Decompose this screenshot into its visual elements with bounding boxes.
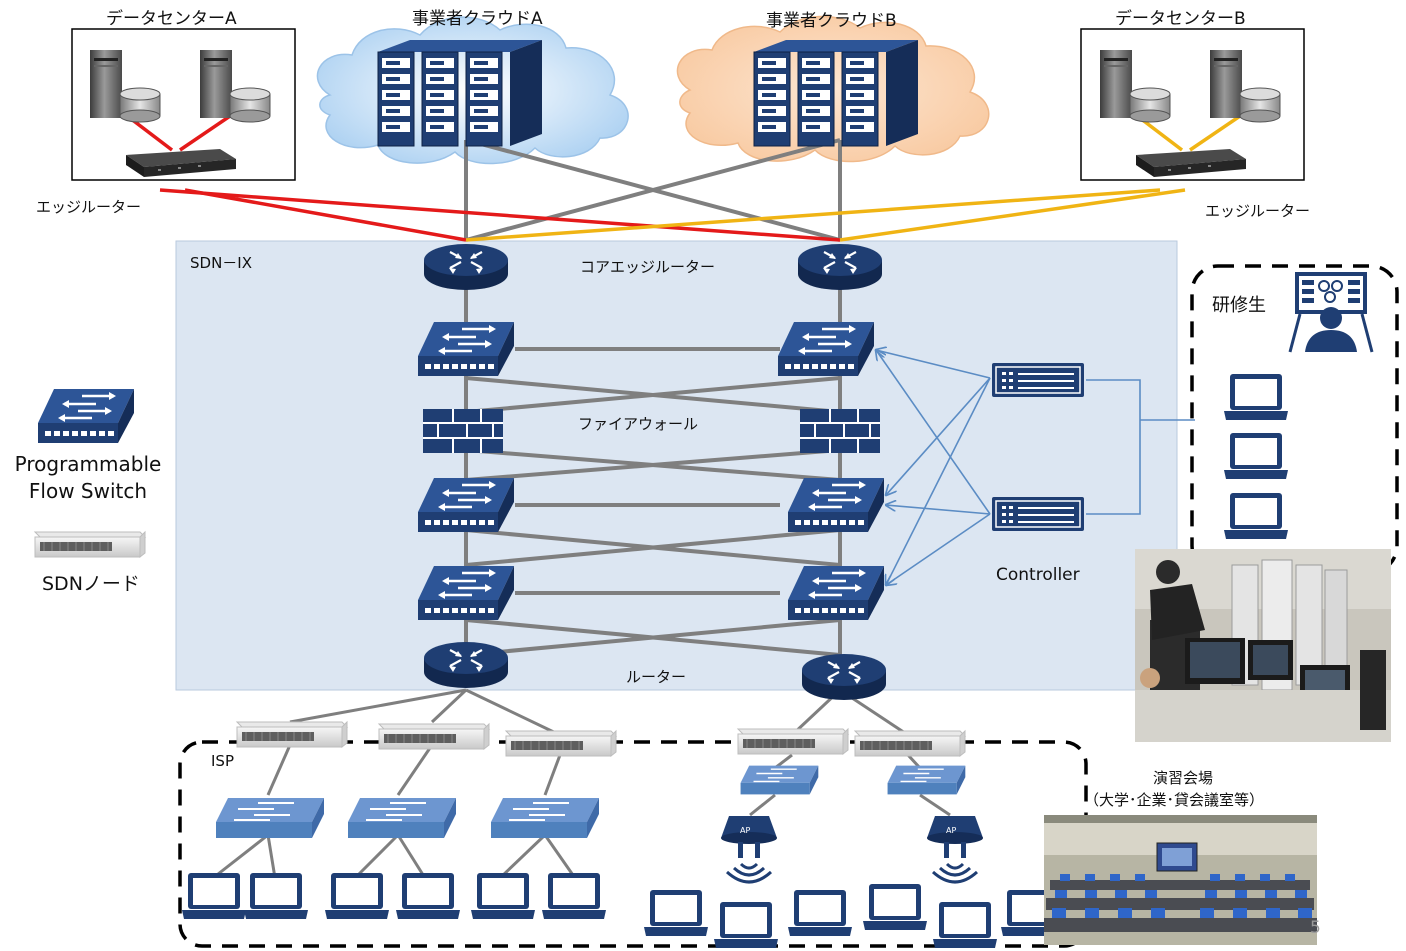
laptop-icon [933,902,997,948]
wifi-signal-icon [931,862,979,884]
flow-switch-icon [416,320,516,378]
isp-switch-icon [490,797,600,839]
router-icon [422,640,510,690]
cloud-a-servers [377,40,542,147]
laptop-icon [396,873,460,919]
laptop-icon [542,873,606,919]
ap-label: AP [740,826,751,835]
ap-label: AP [946,826,957,835]
core-edge-router-label: コアエッジルーター [580,258,716,276]
controller-label: Controller [996,565,1080,585]
laptop-icon [1224,433,1288,479]
sdn-node-icon [378,723,490,750]
cloud-links [464,138,842,242]
legend-sdn-node-icon [34,531,146,558]
laptop-icon [1224,374,1288,420]
cloud-a-label: 事業者クラウドA [412,9,543,29]
dc-a-links [120,110,841,242]
core-edge-router-icon [422,242,510,292]
laptop-icon [471,873,535,919]
edge-router-label-left: エッジルーター [36,198,142,216]
isp-label: ISP [211,752,234,770]
controller-icon [991,362,1085,398]
cloud-b-servers [753,40,918,147]
laptop-icon [244,873,308,919]
trainee-label: 研修生 [1212,295,1266,316]
pfs-legend-label-line1: Programmable [14,452,162,476]
flow-switch-icon [416,564,516,622]
controller-icon [991,496,1085,532]
sdn-node-icon [737,728,849,755]
flow-switch-icon [776,320,876,378]
laptop-icon [863,884,927,930]
flow-switch-icon [786,476,886,534]
laptop-icon [644,890,708,936]
trainee-monitor-icon [1288,272,1374,353]
laptop-icon [1224,493,1288,539]
controller-links [876,350,1195,585]
firewall-icon [422,408,504,454]
isp-switch-icon [886,764,967,796]
flow-switch-icon [416,476,516,534]
cloud-b-label: 事業者クラウドB [766,11,897,31]
laptop-icon [325,873,389,919]
core-edge-router-icon [796,242,884,292]
sdn-node-legend-label: SDNノード [42,573,140,595]
firewall-label: ファイアウォール [578,415,699,433]
router-icon [800,652,888,702]
flow-switch-icon [786,564,886,622]
laptop-icon [182,873,246,919]
sdn-node-icon [505,730,617,757]
datacenter-b-label: データセンターB [1115,9,1246,29]
sdn-node-icon [236,721,348,748]
page-number: 5 [1310,918,1321,938]
laptop-icon [714,902,778,948]
router-label: ルーター [626,668,687,686]
pfs-legend-label-line2: Flow Switch [28,479,148,503]
isp-links [212,688,951,880]
sdn-ix-label: SDN－IX [190,254,252,272]
venue-photo [1044,815,1317,945]
legend-flow-switch-icon [36,387,136,445]
laptop-icon [788,890,852,936]
isp-switch-icon [739,764,820,796]
venue-label-line2: （大学･企業･貸会議室等） [1084,791,1265,809]
lab-photo [1135,549,1391,742]
rack-server-icon [841,51,879,147]
datacenter-a-label: データセンターA [106,9,237,29]
isp-switch-icon [215,797,325,839]
sdn-node-icon [854,730,966,757]
firewall-icon [799,408,881,454]
wifi-signal-icon [725,862,773,884]
edge-router-label-right: エッジルーター [1205,202,1311,220]
rack-server-icon [465,51,503,147]
venue-label-line1: 演習会場 [1153,769,1214,787]
isp-switch-icon [347,797,457,839]
